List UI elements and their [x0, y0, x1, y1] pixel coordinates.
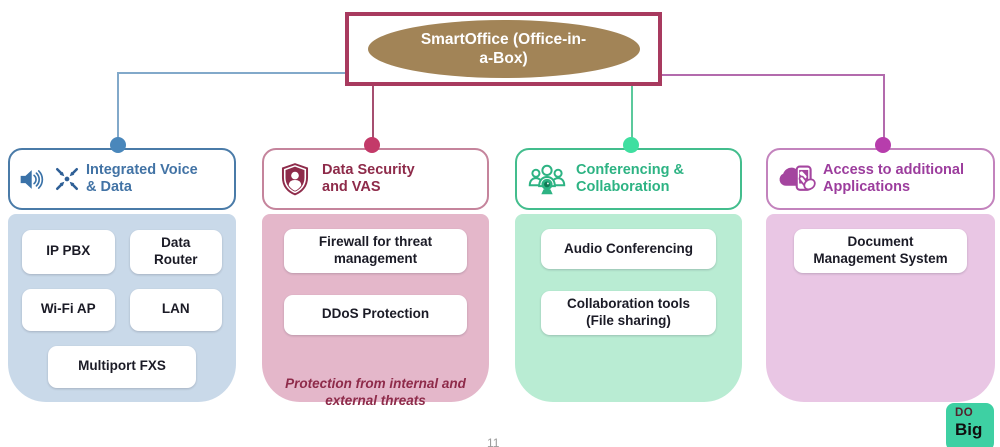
- speaker-icon: [19, 166, 48, 193]
- root-node-ellipse: SmartOffice (Office-in- a-Box): [367, 20, 640, 78]
- branch-title: Access to additional Applications: [823, 161, 965, 195]
- branch-integrated-voice-data: Integrated Voice & Data IP PBX Data Rout…: [8, 148, 236, 402]
- connector-line-blue-vertical: [117, 72, 119, 150]
- item-audio-conferencing: Audio Conferencing: [541, 229, 716, 269]
- converge-arrows-icon: [54, 166, 80, 192]
- page-number: 11: [487, 436, 500, 447]
- branch-conferencing-collaboration: Conferencing & Collaboration Audio Confe…: [515, 148, 742, 402]
- item-firewall: Firewall for threat management: [284, 229, 467, 273]
- dobig-logo: DO Big: [946, 403, 994, 447]
- connector-dot-purple: [875, 137, 891, 153]
- connector-line-maroon-vertical: [372, 84, 374, 150]
- branch-header-integrated-voice-data: Integrated Voice & Data: [8, 148, 236, 210]
- item-lan: LAN: [129, 288, 222, 331]
- item-document-management: Document Management System: [794, 229, 967, 273]
- branch-header-conferencing-collaboration: Conferencing & Collaboration: [515, 148, 742, 210]
- connector-line-green-vertical: [631, 84, 633, 150]
- branch-additional-applications: Access to additional Applications Docume…: [766, 148, 995, 402]
- root-node: SmartOffice (Office-in- a-Box): [345, 12, 662, 86]
- connector-line-blue-horizontal: [118, 72, 345, 74]
- item-ddos-protection: DDoS Protection: [284, 294, 467, 335]
- item-multiport-fxs: Multiport FXS: [48, 345, 196, 388]
- branch-body: Audio Conferencing Collaboration tools (…: [515, 214, 742, 402]
- branch-body: Document Management System: [766, 214, 995, 402]
- item-wifi-ap: Wi-Fi AP: [22, 288, 115, 331]
- page-title: SmartOffice (Office-in- a-Box): [420, 30, 587, 67]
- item-data-router: Data Router: [129, 230, 222, 274]
- dobig-logo-do-text: DO: [955, 407, 974, 419]
- video-conference-group-icon: [527, 161, 567, 197]
- connector-dot-maroon: [364, 137, 380, 153]
- cloud-mobile-touch-icon: [776, 162, 818, 196]
- shield-user-icon: [278, 162, 312, 196]
- item-ip-pbx: IP PBX: [22, 230, 115, 274]
- branch-title: Integrated Voice & Data: [86, 161, 198, 195]
- branch-title: Data Security and VAS: [322, 161, 415, 195]
- dobig-logo-big-text: Big: [955, 419, 983, 439]
- item-collaboration-tools: Collaboration tools (File sharing): [541, 291, 716, 335]
- security-note: Protection from internal and external th…: [285, 375, 466, 409]
- branch-header-data-security-vas: Data Security and VAS: [262, 148, 489, 210]
- connector-line-purple-vertical: [883, 74, 885, 150]
- branch-body: Firewall for threat management DDoS Prot…: [262, 214, 489, 408]
- branch-title: Conferencing & Collaboration: [576, 161, 684, 195]
- connector-dot-blue: [110, 137, 126, 153]
- branch-data-security-vas: Data Security and VAS Firewall for threa…: [262, 148, 489, 408]
- connector-line-purple-horizontal: [660, 74, 884, 76]
- branch-header-additional-applications: Access to additional Applications: [766, 148, 995, 210]
- connector-dot-green: [623, 137, 639, 153]
- branch-body: IP PBX Data Router Wi-Fi AP LAN Multipor…: [8, 214, 236, 402]
